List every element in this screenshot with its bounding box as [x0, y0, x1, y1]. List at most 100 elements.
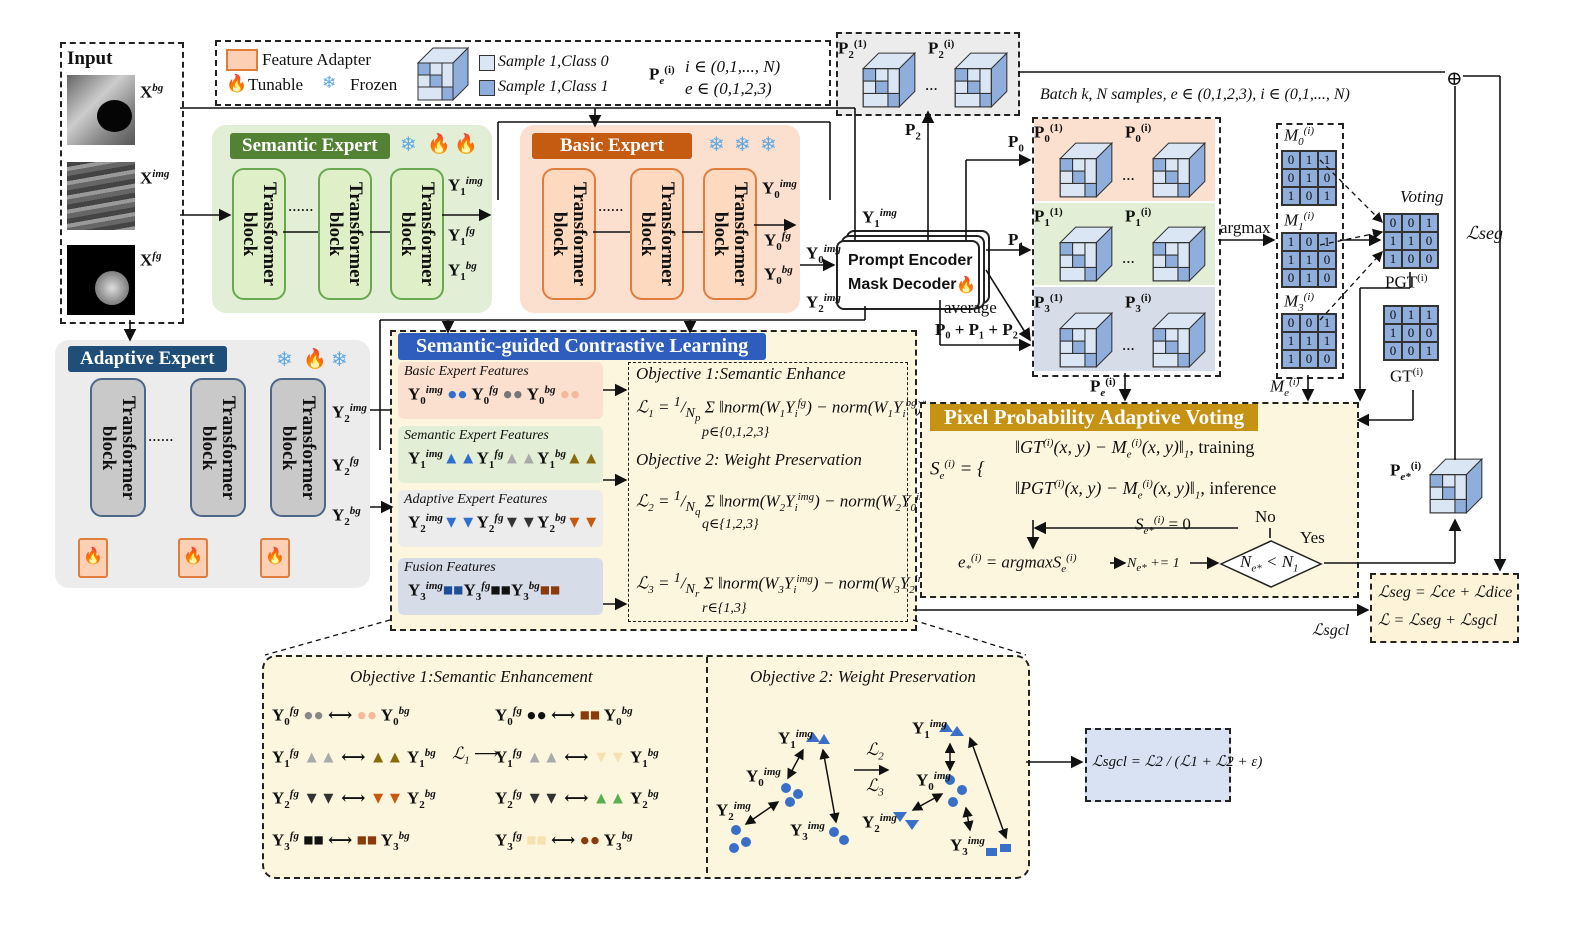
sgcl-formula: ℒsgcl = ℒ2 / (ℒ1 + ℒ2 + ε) [1092, 754, 1263, 770]
feature-adapter-3: 🔥 [260, 538, 290, 578]
p1-arrow-label: P1 [1008, 230, 1024, 253]
ppav-training-formula: ‖GT(i)(x, y) − Me(i)(x, y)‖1, training [1015, 437, 1255, 461]
sgcl-obj2-title: Objective 2: Weight Preservation [636, 450, 862, 469]
legend-class0: Sample 1,Class 0 [498, 53, 609, 70]
graph-r-y2-img: Y2img [862, 812, 897, 836]
label-x-fg: Xfg [140, 250, 162, 270]
sgcl-l3-sum: r∈{1,3} [702, 601, 747, 616]
legend-box [215, 40, 831, 106]
sgcl-l3-formula: ℒ3 = 1/Nr Σ ‖norm(W3Yiimg) − norm(W3Y2im… [636, 570, 942, 600]
feature-adapter-2: 🔥 [178, 538, 208, 578]
feature-adapter-1: 🔥 [78, 538, 108, 578]
bottom-obj1-title: Objective 1:Semantic Enhancement [350, 667, 593, 686]
p1-label-1: P1(1) [1034, 206, 1063, 230]
feature-cube [1058, 225, 1114, 283]
bottom-l1-arrow: ℒ1 ⟶ [452, 744, 499, 767]
loss-seg-label: ℒseg [1466, 223, 1503, 243]
graph-y1-img: Y1img [778, 728, 813, 752]
m3-label: M3(i) [1284, 291, 1315, 315]
sgcl-l1-sum: p∈{0,1,2,3} [702, 425, 770, 440]
snowflake-icon: ❄ [400, 134, 417, 156]
semantic-expert-title: Semantic Expert [230, 133, 390, 159]
y0-img: Y0img [762, 178, 797, 202]
matrix-cell: 1 [1420, 214, 1438, 232]
matrix-cell: 0 [1384, 306, 1402, 324]
legend-p-symbol: Pe(i) [649, 64, 675, 88]
matrix-stack-box [1276, 123, 1344, 379]
sgcl-obj1-title: Objective 1:Semantic Enhance [636, 364, 846, 383]
feature-cube [1151, 311, 1207, 369]
matrix-cell: 0 [1300, 314, 1318, 332]
matrix-cell: 0 [1420, 324, 1438, 342]
y0-bg: Y0bg [764, 264, 793, 288]
matrix-cell: 0 [1402, 324, 1420, 342]
ppav-inference-formula: ‖PGT(i)(x, y) − Me(i)(x, y)‖1, inference [1015, 478, 1277, 502]
pgt-label: PGT(i) [1385, 272, 1428, 292]
matrix-cell: 1 [1318, 151, 1336, 169]
feature-cube [1058, 311, 1114, 369]
p0-arrow-label: P0 [1008, 132, 1024, 155]
prompt-encoder-label: Prompt Encoder [848, 252, 973, 269]
matrix-cell: 0 [1300, 187, 1318, 205]
label-x-bg: Xbg [140, 82, 164, 102]
matrix-cell: 0 [1300, 350, 1318, 368]
input-image-img [67, 162, 135, 230]
loss-box [1370, 573, 1519, 643]
adaptive-dots: ...... [148, 426, 174, 445]
matrix-cell: 0 [1402, 214, 1420, 232]
bottom-obj2-title: Objective 2: Weight Preservation [750, 667, 976, 686]
p2-label-i: P2(i) [928, 38, 955, 62]
matrix-cell: 1 [1282, 233, 1300, 251]
ppav-se-zero: Se*(i) = 0 [1135, 514, 1191, 538]
legend-p-index: i ∈ (0,1,..., N) [685, 57, 781, 76]
matrix-cell: 1 [1282, 350, 1300, 368]
batch-box [1032, 117, 1221, 377]
feature-cube [1151, 225, 1207, 283]
m1-label: M1(i) [1284, 210, 1315, 234]
loss-box-line2: ℒ = ℒseg + ℒsgcl [1378, 612, 1498, 629]
matrix-cell: 1 [1384, 232, 1402, 250]
p3-label-i: P3(i) [1125, 292, 1152, 316]
flame-icon: 🔥 [303, 349, 327, 370]
voting-label: Voting [1400, 187, 1444, 206]
gt-label: GT(i) [1390, 366, 1424, 386]
matrix-cell: 0 [1402, 250, 1420, 268]
matrix-cell: 0 [1318, 169, 1336, 187]
ppav-counter: Ne* += 1 [1127, 556, 1180, 574]
sgcl-l2-sum: q∈{1,2,3} [702, 517, 759, 532]
feature-cube [953, 51, 1009, 109]
legend-frozen: Frozen [350, 75, 398, 94]
legend-class1: Sample 1,Class 1 [498, 78, 609, 95]
flame-icon: 🔥 [454, 134, 478, 155]
y2-fg: Y2fg [332, 455, 359, 479]
p1-label-i: P1(i) [1125, 206, 1152, 230]
me-label: Me(i) [1270, 376, 1300, 400]
matrix-cell: 0 [1282, 151, 1300, 169]
weight-preservation-graph [729, 722, 1011, 856]
input-panel [60, 42, 184, 324]
ellipsis: ... [1122, 335, 1135, 354]
sgcl-objectives-box [628, 362, 908, 622]
input-title: Input [67, 48, 113, 69]
matrix-cell: 1 [1318, 187, 1336, 205]
matrix-cell: 0 [1384, 214, 1402, 232]
batch-label: Batch k, N samples, e ∈ (0,1,2,3), i ∈ (… [1040, 86, 1350, 103]
matrix-cell: 1 [1282, 332, 1300, 350]
flame-icon: 🔥 [956, 277, 976, 294]
legend-tunable: Tunable [248, 75, 304, 94]
matrix-cell: 1 [1282, 187, 1300, 205]
matrix-cell: 0 [1318, 251, 1336, 269]
legend-feature-adapter: Feature Adapter [262, 50, 372, 69]
input-image-fg [67, 245, 135, 315]
matrix-cell: 1 [1420, 306, 1438, 324]
ppav-yes: Yes [1300, 528, 1325, 547]
graph-l3: ℒ3 [866, 776, 884, 799]
matrix-cell: 1 [1300, 332, 1318, 350]
